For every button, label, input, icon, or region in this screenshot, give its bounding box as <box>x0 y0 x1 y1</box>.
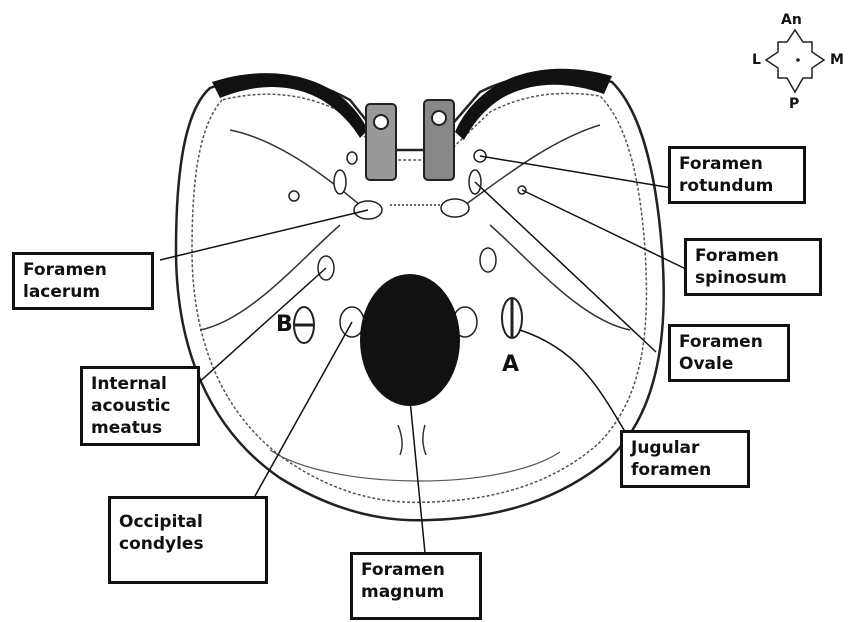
label-internal-acoustic-meatus-line1: Internal <box>91 373 189 395</box>
right-optic-canal <box>432 111 446 125</box>
right-foramen-lacerum <box>441 199 469 217</box>
label-foramen-rotundum: Foramen rotundum <box>668 146 806 204</box>
compass-left: L <box>752 52 761 68</box>
left-optic-canal <box>374 115 388 129</box>
label-occipital-condyles-line1: Occipital <box>119 511 257 533</box>
label-foramen-lacerum: Foramen lacerum <box>12 252 154 310</box>
label-jugular-foramen: Jugular foramen <box>620 430 750 488</box>
left-petrous-ridge <box>200 225 340 330</box>
label-foramen-rotundum-line2: rotundum <box>679 175 795 197</box>
compass-posterior: P <box>789 96 799 112</box>
label-foramen-lacerum-line2: lacerum <box>23 281 143 303</box>
marker-b: B <box>276 312 293 337</box>
left-foramen-ovale <box>334 170 346 194</box>
label-foramen-spinosum-line2: spinosum <box>695 267 811 289</box>
leader-jugular-foramen <box>520 330 630 440</box>
label-foramen-rotundum-line1: Foramen <box>679 153 795 175</box>
left-foramen-small-a <box>347 152 357 164</box>
label-foramen-spinosum: Foramen spinosum <box>684 238 822 296</box>
compass-medial: M <box>830 52 844 68</box>
leader-foramen-spinosum <box>522 190 688 270</box>
label-occipital-condyles-line2: condyles <box>119 533 257 555</box>
occipital-crest-left <box>398 425 402 455</box>
leader-foramen-rotundum <box>480 156 672 188</box>
label-foramen-ovale-line1: Foramen <box>679 331 779 353</box>
compass-rose-icon <box>766 30 824 92</box>
label-foramen-ovale-line2: Ovale <box>679 353 779 375</box>
label-foramen-magnum: Foramen magnum <box>350 552 482 620</box>
foramen-magnum <box>360 274 460 406</box>
label-occipital-condyles: Occipital condyles <box>108 496 268 584</box>
label-foramen-ovale: Foramen Ovale <box>668 324 790 382</box>
right-internal-acoustic-meatus <box>480 248 496 272</box>
label-foramen-lacerum-line1: Foramen <box>23 259 143 281</box>
leader-foramen-lacerum <box>160 210 368 260</box>
compass-anterior: An <box>781 12 802 28</box>
label-foramen-magnum-line2: magnum <box>361 581 471 603</box>
label-internal-acoustic-meatus: Internal acoustic meatus <box>80 366 200 446</box>
leader-foramen-magnum <box>410 400 425 553</box>
label-jugular-foramen-line2: foramen <box>631 459 739 481</box>
left-orbital-band <box>212 73 368 138</box>
label-foramen-spinosum-line1: Foramen <box>695 245 811 267</box>
occipital-crest-right <box>423 425 426 455</box>
left-foramen-spinosum <box>289 191 299 201</box>
label-internal-acoustic-meatus-line2: acoustic <box>91 395 189 417</box>
leader-occipital-condyles <box>250 322 352 505</box>
marker-a: A <box>502 352 519 377</box>
label-internal-acoustic-meatus-line3: meatus <box>91 417 189 439</box>
label-foramen-magnum-line1: Foramen <box>361 559 471 581</box>
compass-center-dot <box>796 58 800 62</box>
label-jugular-foramen-line1: Jugular <box>631 437 739 459</box>
